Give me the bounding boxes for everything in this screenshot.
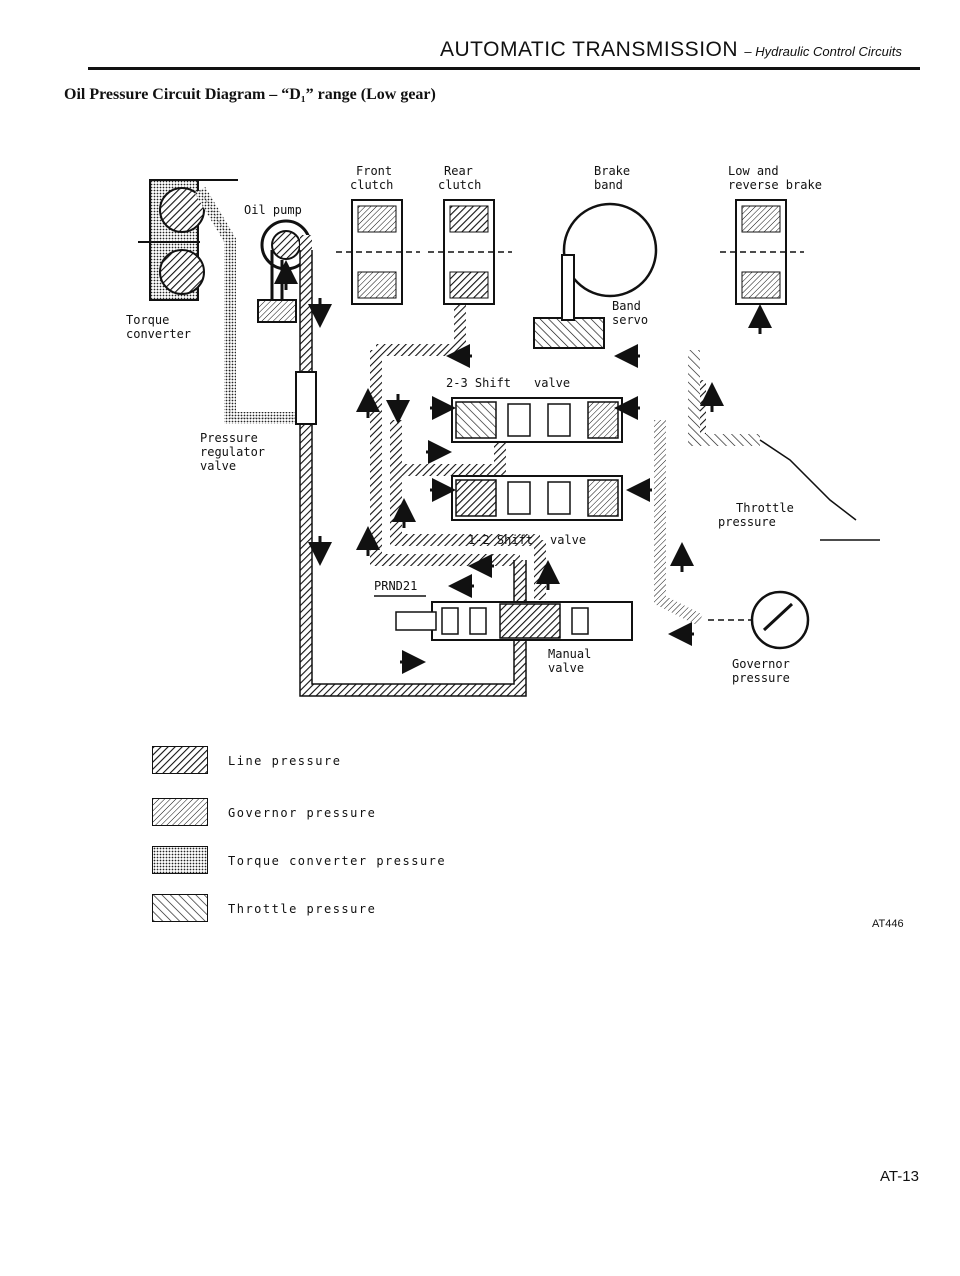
legend-swatch-throttle	[152, 894, 208, 922]
label-shift-23: 2-3 Shift	[446, 376, 511, 390]
legend-swatch-line	[152, 746, 208, 774]
page-header: AUTOMATIC TRANSMISSION – Hydraulic Contr…	[440, 38, 902, 62]
header-subtitle: – Hydraulic Control Circuits	[744, 44, 902, 59]
label-torque-converter-2: converter	[126, 327, 191, 341]
label-pressure-regulator-3: valve	[200, 459, 236, 473]
label-governor-2: pressure	[732, 671, 790, 685]
page-number: AT-13	[880, 1168, 919, 1185]
label-band-servo-2: servo	[612, 313, 648, 327]
pressure-regulator-valve	[295, 371, 317, 425]
legend-swatch-torque	[152, 846, 208, 874]
label-pressure-regulator-1: Pressure	[200, 431, 258, 445]
manual-valve	[395, 601, 633, 641]
legend-swatch-governor	[152, 798, 208, 826]
label-throttle-1: Throttle	[736, 501, 794, 515]
label-rear-clutch-2: clutch	[438, 178, 481, 192]
label-shift-12-valve: valve	[550, 533, 586, 547]
governor-gauge	[750, 590, 810, 650]
label-front-clutch-2: clutch	[350, 178, 393, 192]
front-clutch	[336, 199, 420, 305]
header-title: AUTOMATIC TRANSMISSION	[440, 38, 739, 61]
label-band-servo-1: Band	[612, 299, 641, 313]
torque-feed-line	[194, 186, 298, 424]
label-shift-23-valve: valve	[534, 376, 570, 390]
legend-label-governor: Governor pressure	[228, 806, 377, 820]
label-oil-pump: Oil pump	[244, 203, 302, 217]
band-servo	[533, 254, 605, 349]
legend-label-throttle: Throttle pressure	[228, 902, 377, 916]
label-low-reverse-2: reverse brake	[728, 178, 822, 192]
diagram-labels: Torque converter Oil pump Pressure regul…	[126, 164, 822, 685]
label-low-reverse-1: Low and	[728, 164, 779, 178]
header-rule	[88, 67, 920, 70]
torque-converter	[138, 179, 238, 301]
label-brake-band-1: Brake	[594, 164, 630, 178]
low-reverse-brake	[720, 199, 804, 305]
label-pressure-regulator-2: regulator	[200, 445, 265, 459]
diagram-title: Oil Pressure Circuit Diagram – “D₁” rang…	[64, 86, 436, 103]
governor-needle	[762, 602, 794, 632]
label-manual-valve-1: Manual	[548, 647, 591, 661]
throttle-linkage	[759, 439, 857, 521]
label-front-clutch-1: Front	[356, 164, 392, 178]
figure-code: AT446	[872, 918, 904, 930]
legend-label-line: Line pressure	[228, 754, 342, 768]
legend-label-torque: Torque converter pressure	[228, 854, 447, 868]
label-prnd: PRND21	[374, 579, 417, 593]
shift-valve-2-3	[451, 397, 623, 443]
label-throttle-2: pressure	[718, 515, 776, 529]
throttle-line	[688, 350, 760, 446]
brake-band	[562, 202, 658, 298]
label-shift-12: 1-2 Shift	[468, 533, 533, 547]
label-manual-valve-2: valve	[548, 661, 584, 675]
governor-line	[654, 420, 703, 626]
label-governor-1: Governor	[732, 657, 790, 671]
shift-valve-1-2	[451, 475, 623, 521]
flow-arrows	[274, 260, 772, 674]
label-torque-converter-1: Torque	[126, 313, 169, 327]
label-brake-band-2: band	[594, 178, 623, 192]
label-rear-clutch-1: Rear	[444, 164, 473, 178]
rear-clutch	[428, 199, 512, 305]
